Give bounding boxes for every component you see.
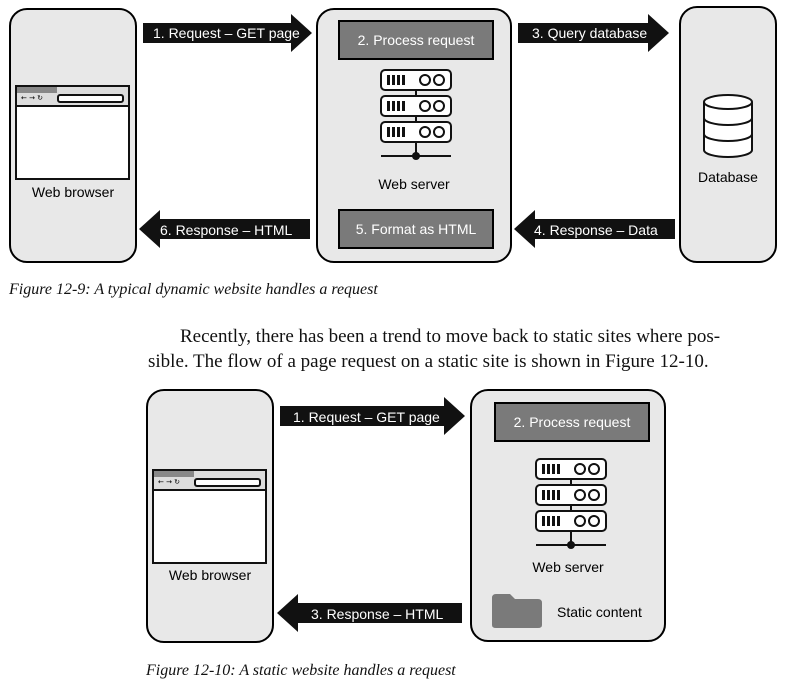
figure-12-10-caption: Figure 12-10: A static website handles a… [146, 662, 456, 679]
paragraph-line-1: Recently, there has been a trend to move… [180, 326, 721, 347]
arrow-request-get-page [143, 14, 312, 52]
arrow-response-html [139, 210, 310, 248]
browser-window-icon-2: ← → ↻ [152, 469, 267, 564]
web-server-label-2: Web server [532, 559, 604, 575]
browser-window-icon: ← → ↻ [15, 85, 130, 180]
server-rack-icon [380, 69, 452, 160]
process-request-box: 2. Process request [338, 20, 494, 60]
static-content-label: Static content [557, 604, 642, 620]
paragraph-line-2: sible. The flow of a page request on a s… [148, 351, 709, 372]
arrow-response-html-2 [277, 594, 462, 632]
web-server-label: Web server [378, 176, 450, 192]
database-cylinder-icon [703, 94, 753, 158]
database-label: Database [698, 169, 758, 185]
web-browser-label-2: Web browser [168, 567, 252, 583]
arrow-query-label: 3. Query database [532, 25, 648, 41]
folder-icon [492, 594, 542, 628]
server-rack-icon-2 [535, 458, 607, 549]
process-request-box-2: 2. Process request [494, 402, 650, 442]
arrow-request-label-2: 1. Request – GET page [293, 409, 440, 425]
arrow-response-html-label-2: 3. Response – HTML [311, 606, 444, 622]
web-browser-label: Web browser [31, 184, 115, 200]
arrow-response-data-label: 4. Response – Data [534, 222, 658, 238]
arrow-request-get-page-2 [280, 397, 465, 435]
arrow-request-label: 1. Request – GET page [153, 25, 300, 41]
figure-12-9-caption: Figure 12-9: A typical dynamic website h… [9, 281, 378, 298]
arrow-response-data [514, 210, 675, 248]
format-html-box: 5. Format as HTML [338, 209, 494, 249]
arrow-response-html-label: 6. Response – HTML [160, 222, 293, 238]
arrow-query-database [518, 14, 669, 52]
